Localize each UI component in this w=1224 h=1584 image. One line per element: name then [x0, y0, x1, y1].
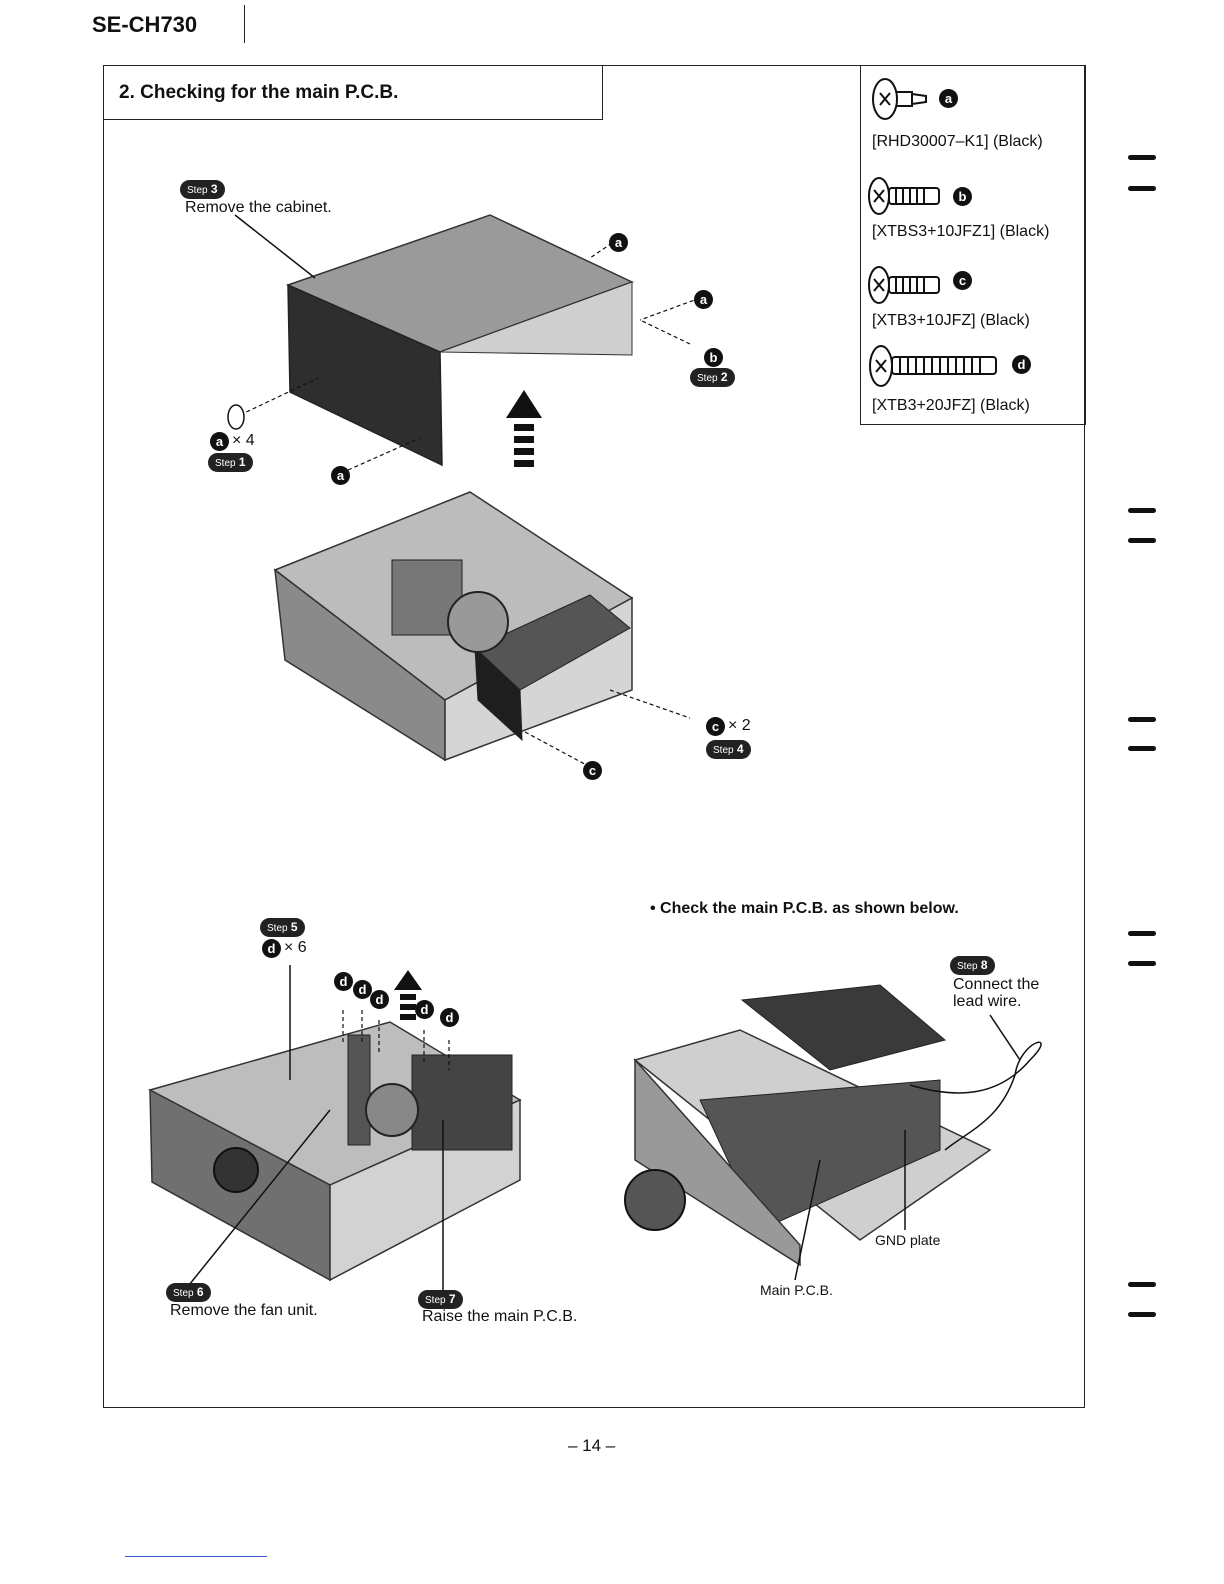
step-6-instruction: Remove the fan unit. [170, 1302, 318, 1319]
screw-d-callout: d [440, 1008, 459, 1027]
screw-b-icon [868, 177, 940, 215]
main-pcb-illustration [624, 984, 1042, 1267]
margin-tab-marker [1128, 717, 1156, 722]
step-6-badge: Step 6 [166, 1283, 211, 1302]
margin-tab-marker [1128, 1282, 1156, 1287]
leader-line [989, 1014, 1021, 1061]
screw-a-callout: a [331, 466, 350, 485]
up-arrow-icon [506, 390, 542, 467]
margin-tab-marker [1128, 931, 1156, 936]
screw-d-icon [869, 345, 997, 387]
unit-illustration [273, 491, 634, 762]
step-8-badge: Step 8 [950, 956, 995, 975]
step-3-instruction: Remove the cabinet. [185, 199, 332, 216]
screw-d-quantity: × 6 [284, 939, 307, 956]
step-7-badge: Step 7 [418, 1290, 463, 1309]
screw-a-callout: a [694, 290, 713, 309]
screw-path-line [589, 242, 701, 345]
screw-d-callout: d [262, 939, 281, 958]
screw-c-callout: c [583, 761, 602, 780]
screw-path-line [239, 377, 421, 471]
section-title: 2. Checking for the main P.C.B. [119, 82, 399, 103]
margin-tab-marker [1128, 746, 1156, 751]
margin-tab-marker [1128, 538, 1156, 543]
screw-a-drawing-icon [227, 404, 245, 430]
step-3-badge: Step 3 [180, 180, 225, 199]
leader-line [234, 214, 316, 279]
step-5-badge: Step 5 [260, 918, 305, 937]
bottom-rule [125, 1556, 267, 1557]
step-2-badge: Step 2 [690, 368, 735, 387]
model-number: SE-CH730 [92, 12, 198, 37]
screw-c-code: [XTB3+10JFZ] (Black) [872, 312, 1030, 329]
step-8-instruction-line1: Connect the [953, 976, 1040, 993]
leader-line [184, 1109, 331, 1291]
step-1-badge: Step 1 [208, 453, 253, 472]
screw-d-marker: d [1012, 355, 1031, 374]
step-7-instruction: Raise the main P.C.B. [422, 1308, 578, 1325]
screw-c-icon [868, 266, 940, 304]
header-divider [244, 5, 245, 43]
step-4-badge: Step 4 [706, 740, 751, 759]
screw-path-line [524, 689, 691, 769]
screw-a-marker: a [939, 89, 958, 108]
screw-a-code: [RHD30007–K1] (Black) [872, 133, 1043, 150]
margin-tab-marker [1128, 961, 1156, 966]
main-pcb-label: Main P.C.B. [760, 1282, 833, 1298]
leader-line [794, 1159, 821, 1281]
margin-tab-marker [1128, 155, 1156, 160]
screw-c-quantity: × 2 [728, 717, 751, 734]
margin-tab-marker [1128, 186, 1156, 191]
screw-a-callout: a [210, 432, 229, 451]
cabinet-illustration [285, 214, 634, 467]
screw-a-callout: a [609, 233, 628, 252]
screw-b-code: [XTBS3+10JFZ1] (Black) [872, 223, 1050, 240]
screw-c-callout: c [706, 717, 725, 736]
screw-path-line [342, 1010, 450, 1070]
screw-d-callout: d [370, 990, 389, 1009]
fan-unit-illustration [147, 1021, 522, 1282]
page-number: – 14 – [568, 1436, 616, 1455]
margin-tab-marker [1128, 508, 1156, 513]
screw-d-callout: d [415, 1000, 434, 1019]
screw-d-callout: d [353, 980, 372, 999]
screw-c-marker: c [953, 271, 972, 290]
screw-b-marker: b [953, 187, 972, 206]
screw-a-quantity: × 4 [232, 432, 255, 449]
screw-d-callout: d [334, 972, 353, 991]
screw-a-icon [872, 78, 927, 120]
screw-d-code: [XTB3+20JFZ] (Black) [872, 397, 1030, 414]
title-box [103, 65, 603, 120]
step-8-instruction-line2: lead wire. [953, 993, 1022, 1010]
up-arrow-icon [394, 970, 422, 1020]
gnd-plate-label: GND plate [875, 1232, 941, 1248]
check-note: • Check the main P.C.B. as shown below. [650, 900, 959, 917]
screw-b-callout: b [704, 348, 723, 367]
screw-legend [860, 65, 1086, 425]
margin-tab-marker [1128, 1312, 1156, 1317]
